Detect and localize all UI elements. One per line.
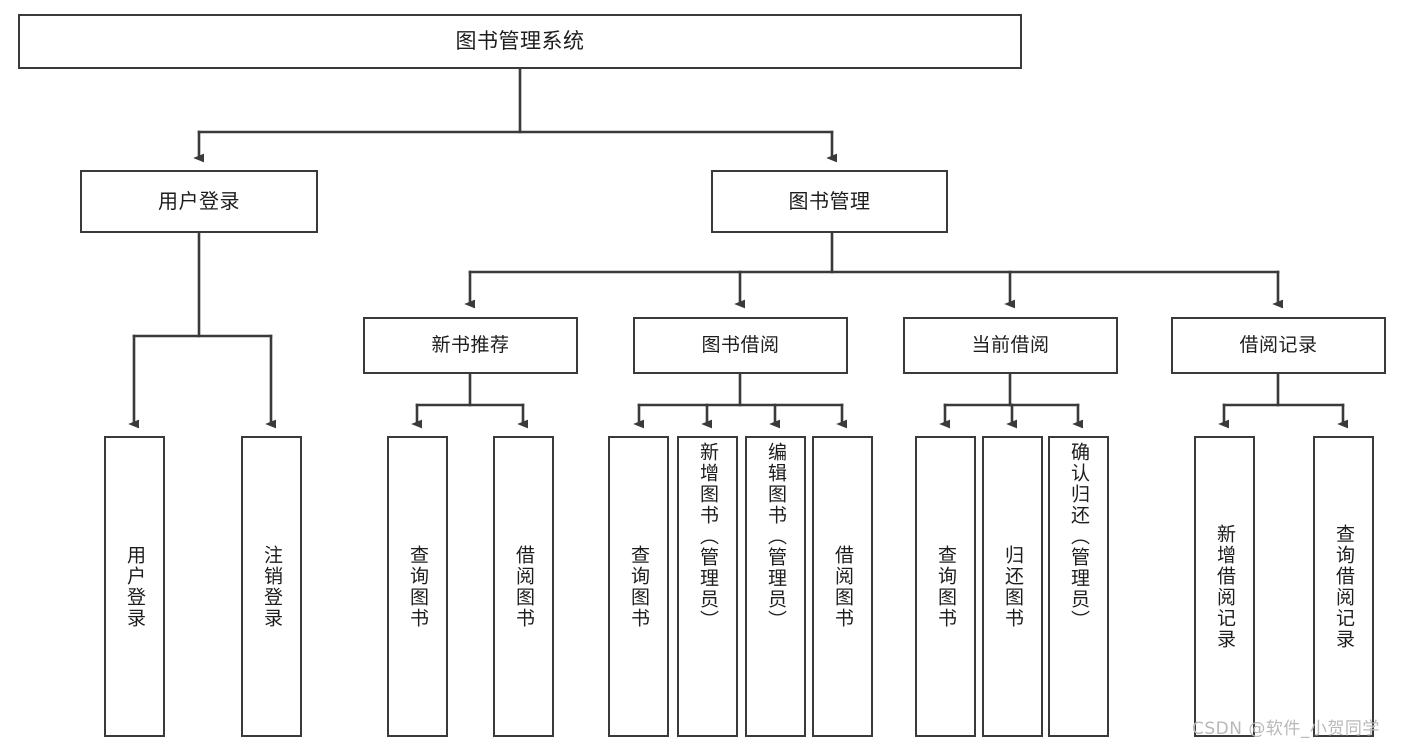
- leaf-edit-book-admin[interactable]: 编辑图书（管理员）: [745, 436, 806, 737]
- node-new-book-recommend[interactable]: 新书推荐: [363, 317, 578, 374]
- node-label: 注销登录: [261, 544, 283, 629]
- leaf-add-borrow-record[interactable]: 新增借阅记录: [1194, 436, 1255, 737]
- node-label: 编辑图书（管理员）: [765, 442, 787, 631]
- node-label: 图书借阅: [701, 334, 780, 357]
- node-label: 借阅记录: [1239, 334, 1318, 357]
- node-label: 当前借阅: [971, 334, 1050, 357]
- leaf-query-borrow-record[interactable]: 查询借阅记录: [1313, 436, 1374, 737]
- leaf-borrow-book[interactable]: 借阅图书: [812, 436, 873, 737]
- node-label: 查询图书: [935, 544, 957, 629]
- node-label: 新增借阅记录: [1214, 523, 1236, 650]
- leaf-query-book-recommend[interactable]: 查询图书: [387, 436, 448, 737]
- node-label: 归还图书: [1002, 544, 1024, 629]
- node-label: 用户登录: [158, 188, 240, 213]
- node-label: 查询借阅记录: [1333, 523, 1355, 650]
- csdn-watermark: CSDN @软件_小贺同学: [1192, 719, 1380, 739]
- node-label: 查询图书: [407, 544, 429, 629]
- node-current-borrow[interactable]: 当前借阅: [903, 317, 1118, 374]
- node-root-system[interactable]: 图书管理系统: [18, 14, 1022, 69]
- leaf-return-book[interactable]: 归还图书: [982, 436, 1043, 737]
- node-label: 借阅图书: [513, 544, 535, 629]
- node-book-management[interactable]: 图书管理: [711, 170, 948, 233]
- leaf-user-login[interactable]: 用户登录: [104, 436, 165, 737]
- leaf-query-book-current[interactable]: 查询图书: [915, 436, 976, 737]
- node-label: 确认归还（管理员）: [1068, 442, 1090, 631]
- leaf-borrow-book-recommend[interactable]: 借阅图书: [493, 436, 554, 737]
- node-label: 新增图书（管理员）: [697, 442, 719, 631]
- node-book-borrow[interactable]: 图书借阅: [633, 317, 848, 374]
- leaf-logout[interactable]: 注销登录: [241, 436, 302, 737]
- node-label: 图书管理: [788, 188, 871, 213]
- leaf-confirm-return-admin[interactable]: 确认归还（管理员）: [1048, 436, 1109, 737]
- node-label: 图书管理系统: [455, 29, 585, 54]
- node-borrow-record[interactable]: 借阅记录: [1171, 317, 1386, 374]
- node-user-login[interactable]: 用户登录: [80, 170, 318, 233]
- leaf-add-book-admin[interactable]: 新增图书（管理员）: [677, 436, 738, 737]
- node-label: 用户登录: [124, 544, 146, 629]
- node-label: 查询图书: [628, 544, 650, 629]
- leaf-query-book-borrow[interactable]: 查询图书: [608, 436, 669, 737]
- node-label: 借阅图书: [832, 544, 854, 629]
- node-label: 新书推荐: [431, 334, 510, 357]
